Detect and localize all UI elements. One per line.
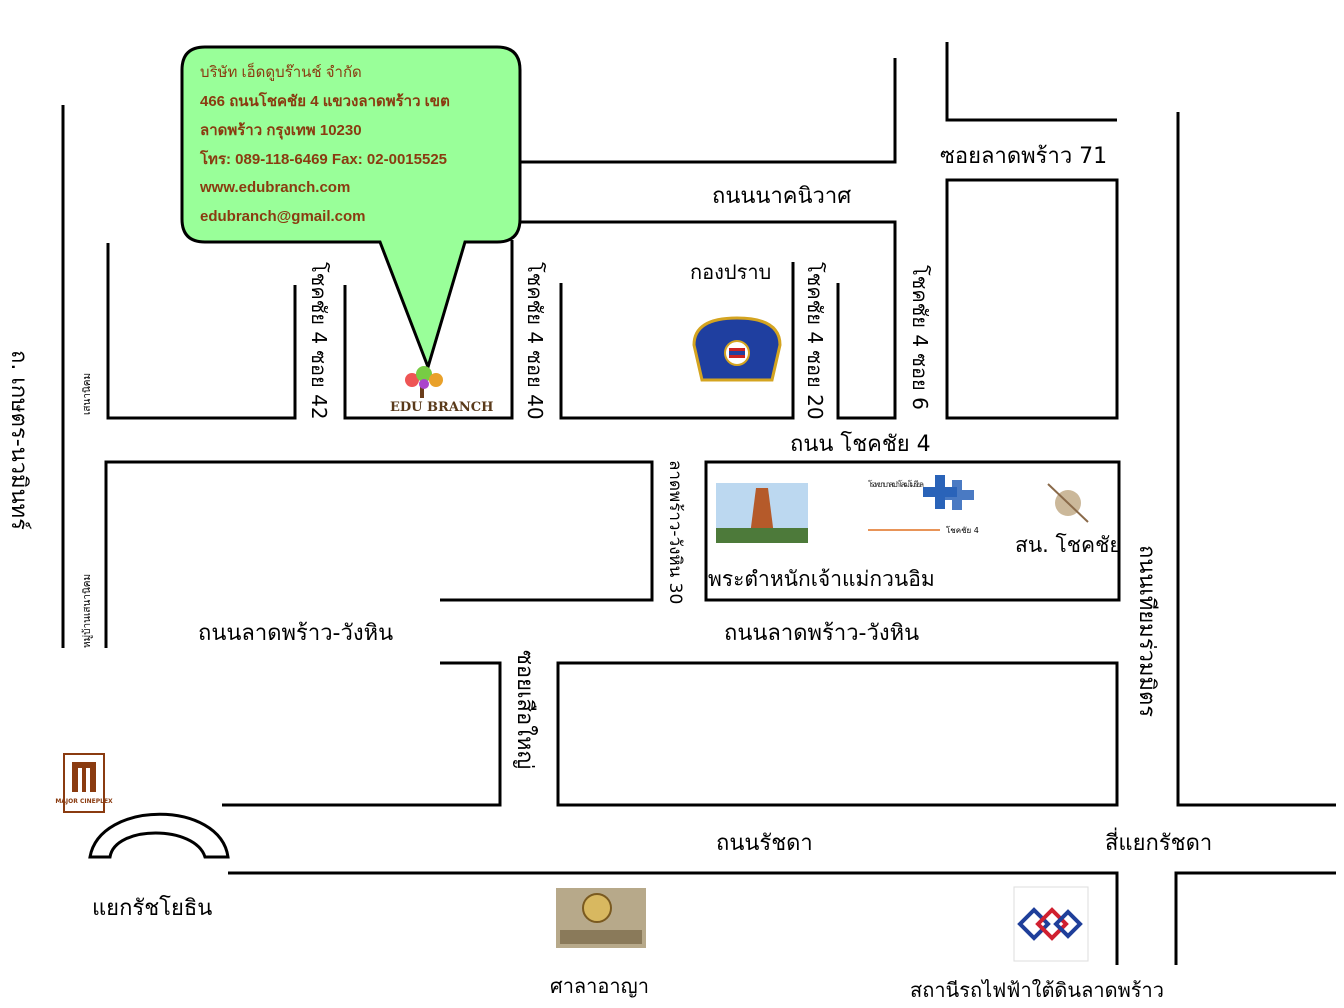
road-soi42: โชคชัย 4 ซอย 42 [307,262,331,420]
road-soi6: โชคชัย 4 ซอย 6 [908,265,932,410]
road-soi-suea-yai: ซอยเสือใหญ่ [512,650,538,769]
svg-text:โชคชัย 4: โชคชัย 4 [946,525,979,535]
court-label: ศาลาอาญา [550,974,649,998]
svg-text:EDU BRANCH: EDU BRANCH [390,400,493,415]
road-chokchai4: ถนน โชคชัย 4 [790,431,931,457]
road-ladprao-wanghin-right: ถนนลาดพร้าว-วังหิน [724,621,919,646]
road-nak-niwat: ถนนนาคนิวาศ [712,184,851,209]
company-name: บริษัท เอ็ดดูบร๊านช์ จำกัด [200,62,362,81]
phone-fax: โทร: 089-118-6469 Fax: 02-0015525 [199,149,447,168]
svg-text:โรงพยาบาล เปาโล เมโมเรียล: โรงพยาบาล เปาโล เมโมเรียล [868,479,924,489]
police-label: กองปราบ [690,260,771,284]
road-lines [61,42,1336,965]
company-callout: บริษัท เอ็ดดูบร๊านช์ จำกัด 466 ถนนโชคชัย… [180,45,522,372]
road-kaset-nawamin: ถ. เกษตร-นวมินทร์ [6,350,31,530]
hospital-logo: โรงพยาบาล เปาโล เมโมเรียล โชคชัย 4 [868,475,979,535]
road-soi40: โชคชัย 4 ซอย 40 [523,262,547,420]
road-mooban-sena: หมู่บ้านเสนานิคม [81,574,93,648]
police-station-icon [1047,483,1089,523]
police-badge-icon [692,316,782,382]
shrine-photo [716,483,808,543]
road-tiam-ruammit: ถนนเทียมร่วมมิตร [1134,545,1159,717]
road-wanghin30: ลาดพร้าว-วังหิน 30 [665,460,685,604]
phahon-intersection-label: แยกรัชโยธิน [92,895,212,921]
shrine-label: พระตำหนักเจ้าแม่กวนอิม [708,567,935,591]
edubranch-logo: EDU BRANCH [390,366,493,415]
road-ladprao-wanghin-left: ถนนลาดพร้าว-วังหิน [198,621,393,646]
mrt-logo [1013,886,1089,962]
ratchada-intersection-label: สี่แยกรัชดา [1105,827,1212,856]
road-ratchada: ถนนรัชดา [716,831,813,856]
email-link[interactable]: edubranch@gmail.com [200,208,366,225]
police-station-label: สน. โชคชัย [1015,533,1122,557]
road-soi-ladprao-71: ซอยลาดพร้าว 71 [940,144,1107,169]
address-line-1: 466 ถนนโชคชัย 4 แขวงลาดพร้าว เขต [200,91,450,110]
svg-text:MAJOR CINEPLEX: MAJOR CINEPLEX [55,798,113,805]
address-line-2: ลาดพร้าว กรุงเทพ 10230 [200,122,362,140]
road-soi20: โชคชัย 4 ซอย 20 [803,262,827,420]
court-photo [556,888,646,948]
website-link[interactable]: www.edubranch.com [199,179,350,196]
overpass-icon [88,812,230,859]
road-sena-nikhom: เสนานิคม [82,373,93,415]
major-cineplex-logo: MAJOR CINEPLEX [55,753,113,813]
mrt-label: สถานีรถไฟฟ้าใต้ดินลาดพร้าว [910,978,1164,1002]
